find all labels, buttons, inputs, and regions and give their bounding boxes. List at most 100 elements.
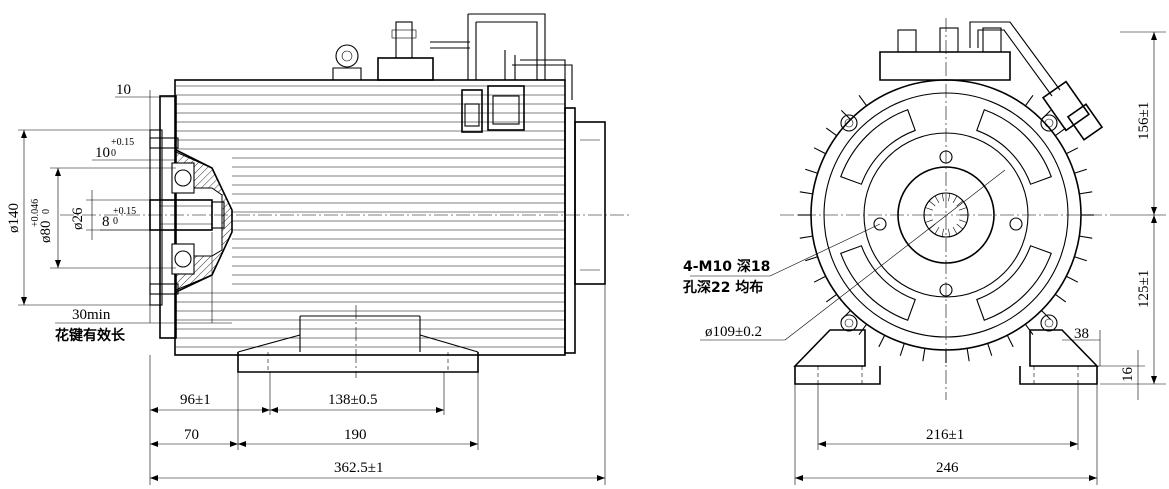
cooling-fins xyxy=(176,85,565,348)
dim-38: 38 xyxy=(1074,326,1089,342)
radial-fin xyxy=(1074,168,1087,174)
radial-fin xyxy=(1006,335,1014,348)
spline-tooth xyxy=(925,207,933,211)
spline-tooth xyxy=(959,207,967,211)
spline-tooth xyxy=(952,195,958,204)
spline-tooth xyxy=(948,193,951,202)
radial-fin xyxy=(899,343,905,356)
dim-70: 70 xyxy=(184,427,199,443)
dim-phi109: ø109±0.2 xyxy=(705,324,762,340)
note-hole: 孔深22 均布 xyxy=(683,279,763,296)
dim-216: 216±1 xyxy=(926,427,964,443)
dim-246: 246 xyxy=(936,460,959,476)
radial-fin xyxy=(1079,235,1093,239)
dim-138: 138±0.5 xyxy=(328,392,377,408)
svg-text:0: 0 xyxy=(113,216,118,227)
terminal-box xyxy=(377,57,434,81)
side-view: 10 10 +0.15 0 ø140 ø80 +0.046 0 ø26 8 +0… xyxy=(6,13,630,485)
window-cutout xyxy=(840,109,916,185)
spline-tooth xyxy=(959,219,967,223)
front-terminal-block xyxy=(879,51,1011,81)
threaded-holes xyxy=(873,150,1023,297)
svg-text:+0.046: +0.046 xyxy=(30,199,41,227)
radial-fin xyxy=(799,191,813,195)
radial-fin xyxy=(858,94,868,107)
signal-connector xyxy=(487,85,525,131)
radial-fin xyxy=(799,235,813,239)
radial-fin xyxy=(966,348,970,362)
svg-text:+0.15: +0.15 xyxy=(113,206,136,217)
radial-fin xyxy=(922,348,926,362)
front-cable xyxy=(969,21,1061,97)
radial-fin xyxy=(825,293,838,303)
window-cutout xyxy=(840,245,916,321)
note-thread: 4-M10 深18 xyxy=(683,258,770,275)
svg-text:0: 0 xyxy=(41,209,52,214)
mounting-foot xyxy=(237,352,479,373)
corner-bolts xyxy=(840,114,1058,332)
radial-fin xyxy=(1066,147,1079,155)
spline-tooth xyxy=(952,226,958,235)
radial-fin xyxy=(1066,275,1079,283)
radial-fin xyxy=(1074,256,1087,262)
lifting-eye xyxy=(335,44,359,68)
right-foot xyxy=(1019,329,1099,385)
radial-fin xyxy=(1054,293,1067,303)
flange-bolt-top xyxy=(149,137,179,149)
dim-10: 10 xyxy=(116,82,131,98)
radial-fin xyxy=(840,109,851,120)
window-cutout xyxy=(976,109,1052,185)
dim-8: 8 xyxy=(102,214,110,230)
cable-conduit xyxy=(467,13,546,80)
front-bearing-top xyxy=(171,162,195,194)
radial-fin xyxy=(1024,94,1034,107)
radial-fin xyxy=(813,275,826,283)
radial-fin xyxy=(805,256,818,262)
spline-tooth xyxy=(941,228,944,237)
dim-phi26: ø26 xyxy=(70,207,86,230)
dim-phi80: ø80 xyxy=(38,221,54,244)
sensor-connector xyxy=(461,89,483,133)
spline-tooth xyxy=(956,223,964,230)
dim-156: 156±1 xyxy=(1136,102,1152,140)
radial-fin xyxy=(878,335,886,348)
spline-tooth xyxy=(956,200,964,207)
spline-tooth xyxy=(928,200,936,207)
radial-fin xyxy=(813,147,826,155)
front-flange xyxy=(159,95,177,339)
dim-30min: 30min xyxy=(72,307,111,323)
front-connector xyxy=(1041,80,1091,132)
svg-text:+0.15: +0.15 xyxy=(111,137,134,148)
dim-96: 96±1 xyxy=(180,392,211,408)
window-cutout xyxy=(976,245,1052,321)
spline-tooth xyxy=(948,228,951,237)
radial-fin xyxy=(1054,127,1067,137)
radial-fin xyxy=(805,168,818,174)
front-view: 4-M10 深18 孔深22 均布 ø109±0.2 156±1 125±1 3… xyxy=(683,18,1166,485)
spline-note: 花键有效长 xyxy=(55,327,126,344)
spline-tooth xyxy=(934,226,940,235)
radial-fin xyxy=(825,127,838,137)
dim-125: 125±1 xyxy=(1136,270,1152,308)
spline-tooth xyxy=(934,195,940,204)
spline-tooth xyxy=(925,219,933,223)
dim-16: 16 xyxy=(1120,367,1136,383)
radial-fin xyxy=(1079,191,1093,195)
svg-text:0: 0 xyxy=(111,148,116,159)
motor-housing-outline xyxy=(174,79,566,356)
spline-tooth xyxy=(941,193,944,202)
dim-10-tol: 10 xyxy=(95,145,110,161)
dim-190: 190 xyxy=(344,427,367,443)
flange-bolt-bottom xyxy=(149,283,179,295)
rear-cap xyxy=(564,107,576,354)
encoder-cover xyxy=(574,121,606,285)
dim-362-5: 362.5±1 xyxy=(334,460,383,476)
terminal-bolt xyxy=(395,21,413,59)
dim-phi140: ø140 xyxy=(6,203,22,233)
left-foot xyxy=(793,329,881,385)
housing-windows xyxy=(840,109,1052,321)
front-bearing-bottom xyxy=(171,243,195,275)
radial-fin xyxy=(987,343,993,356)
